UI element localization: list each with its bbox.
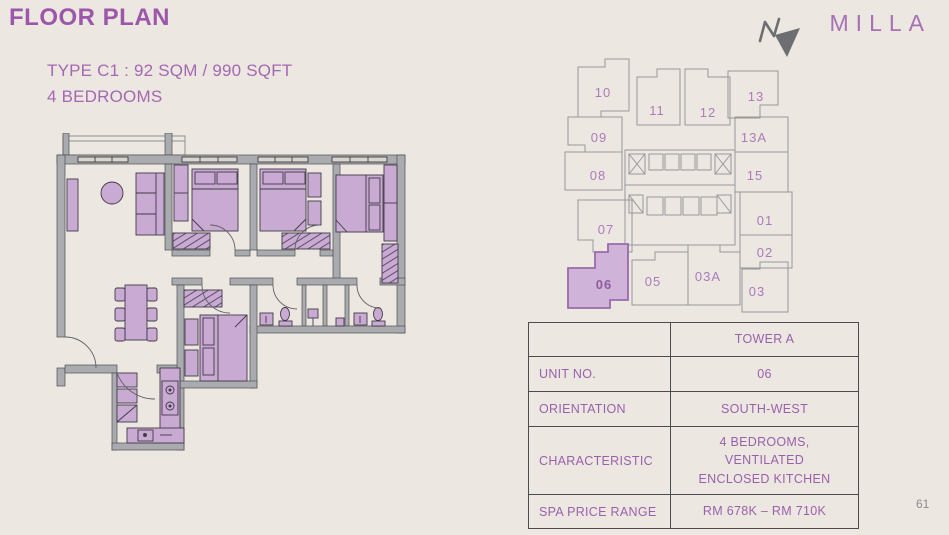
unit-type-info: TYPE C1 : 92 SQM / 990 SQFT 4 BEDROOMS	[47, 58, 292, 110]
stove	[161, 380, 179, 416]
sink	[137, 429, 154, 442]
wardrobe	[281, 232, 331, 250]
chair	[146, 287, 158, 302]
basin	[307, 308, 319, 319]
cabinet	[116, 372, 138, 388]
tv-console	[66, 178, 79, 232]
chair	[146, 327, 158, 342]
toilet	[371, 320, 386, 327]
unit-label-03: 03	[749, 284, 765, 299]
unit-label-15: 15	[747, 168, 763, 183]
bedrooms-line: 4 BEDROOMS	[47, 87, 163, 106]
unit-label-10: 10	[595, 85, 611, 100]
unit-label-08: 08	[590, 168, 606, 183]
table-row: CHARACTERISTIC 4 BEDROOMS, VENTILATED EN…	[528, 426, 859, 495]
table-row: UNIT NO. 06	[528, 356, 859, 392]
table-value: RM 678K – RM 710K	[670, 494, 859, 529]
nightstand	[307, 172, 322, 198]
key-plan-unit-labels: 10 11 12 13 09 13A 08 15 07 01 02 06 05 …	[590, 85, 773, 299]
north-arrow-icon	[758, 17, 800, 57]
unit-label-13a: 13A	[741, 130, 767, 145]
table-row: SPA PRICE RANGE RM 678K – RM 710K	[528, 494, 859, 529]
key-plan: 10 11 12 13 09 13A 08 15 07 01 02 06 05 …	[564, 58, 793, 313]
furniture	[66, 164, 399, 444]
floor-plan-drawing	[56, 133, 406, 451]
table-row: TOWER A	[528, 322, 859, 357]
table-row: ORIENTATION SOUTH-WEST	[528, 391, 859, 427]
nightstand	[307, 200, 322, 226]
milla-logo: MILLA	[829, 10, 931, 36]
basin	[353, 312, 368, 326]
page-number: 61	[916, 497, 930, 511]
wardrobe	[172, 232, 211, 250]
unit-label-13: 13	[748, 89, 764, 104]
table-label: CHARACTERISTIC	[528, 426, 671, 495]
unit-label-07: 07	[598, 222, 614, 237]
wardrobe	[183, 289, 223, 308]
table-value: SOUTH-WEST	[670, 391, 859, 427]
chair	[114, 307, 126, 322]
unit-label-11: 11	[649, 103, 665, 118]
unit-info-table: TOWER A UNIT NO. 06 ORIENTATION SOUTH-WE…	[528, 322, 859, 529]
nightstand	[184, 318, 199, 346]
table-label: ORIENTATION	[528, 391, 671, 427]
unit-label-03a: 03A	[695, 269, 721, 284]
kitchen-counter	[159, 367, 181, 431]
key-plan-outline	[564, 58, 793, 313]
unit-label-12: 12	[700, 105, 716, 120]
wardrobe	[381, 243, 399, 284]
nightstand	[184, 349, 199, 377]
table-value: 06	[670, 356, 859, 392]
unit-label-05: 05	[645, 274, 661, 289]
table-label	[528, 322, 671, 357]
page-title: FLOOR PLAN	[9, 4, 170, 31]
coffee-table	[100, 181, 124, 205]
type-line: TYPE C1 : 92 SQM / 990 SQFT	[47, 61, 293, 80]
unit-label-02: 02	[757, 245, 773, 260]
unit-label-01: 01	[757, 213, 773, 228]
table-label: SPA PRICE RANGE	[528, 494, 671, 529]
key-plan-unit-06-highlight	[567, 243, 629, 309]
chair	[146, 307, 158, 322]
window-frames	[77, 156, 388, 163]
unit-label-09: 09	[591, 130, 607, 145]
table-label: UNIT NO.	[528, 356, 671, 392]
cabinet	[116, 388, 138, 404]
basin	[335, 317, 345, 327]
kitchen-counter	[126, 427, 185, 444]
table-value: TOWER A	[670, 322, 859, 357]
door-swings	[64, 224, 381, 400]
toilet	[278, 320, 293, 327]
chair	[114, 287, 126, 302]
unit-label-06: 06	[596, 277, 612, 292]
chair	[114, 327, 126, 342]
table-value: 4 BEDROOMS, VENTILATED ENCLOSED KITCHEN	[670, 426, 859, 495]
basin	[259, 312, 274, 326]
sofa	[135, 172, 165, 236]
dining-table	[124, 284, 148, 341]
